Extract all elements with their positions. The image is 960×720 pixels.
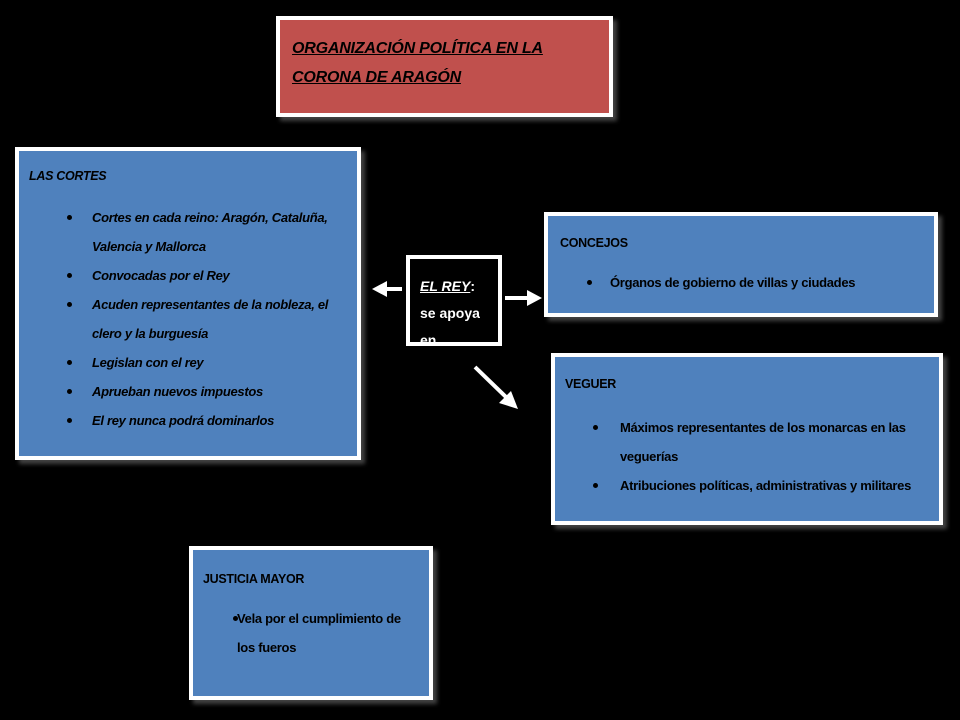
- concejos-heading: CONCEJOS: [560, 236, 628, 250]
- rey-text: : se apoya en: [420, 278, 480, 348]
- list-item: Vela por el cumplimiento de los fueros: [203, 604, 419, 662]
- list-item: El rey nunca podrá dominarlos: [29, 406, 347, 435]
- veguer-item-text: Máximos representantes de los monarcas e…: [620, 420, 906, 464]
- rey-box: EL REY: se apoya en: [406, 255, 502, 348]
- bullet-icon: [67, 273, 72, 278]
- cortes-box: LAS CORTES Cortes en cada reino: Aragón,…: [15, 147, 361, 460]
- bullet-icon: [593, 483, 598, 488]
- list-item: Acuden representantes de la nobleza, el …: [29, 290, 347, 348]
- bullet-icon: [67, 418, 72, 423]
- list-item: Convocadas por el Rey: [29, 261, 347, 290]
- cortes-heading: LAS CORTES: [29, 169, 107, 183]
- cortes-item-text: Cortes en cada reino: Aragón, Cataluña, …: [92, 210, 328, 254]
- cortes-item-text: Aprueban nuevos impuestos: [92, 384, 263, 399]
- list-item: Máximos representantes de los monarcas e…: [565, 413, 929, 471]
- bullet-icon: [587, 280, 592, 285]
- justicia-box: JUSTICIA MAYOR Vela por el cumplimiento …: [189, 546, 433, 700]
- list-item: Atribuciones políticas, administrativas …: [565, 471, 929, 500]
- list-item: Órganos de gobierno de villas y ciudades: [560, 268, 922, 297]
- list-item: Legislan con el rey: [29, 348, 347, 377]
- rey-label: EL REY: [420, 278, 471, 294]
- title-box: ORGANIZACIÓN POLÍTICA EN LA CORONA DE AR…: [276, 16, 613, 117]
- concejos-box: CONCEJOS Órganos de gobierno de villas y…: [544, 212, 938, 317]
- concejos-list: Órganos de gobierno de villas y ciudades: [560, 268, 922, 297]
- diagram-title: ORGANIZACIÓN POLÍTICA EN LA CORONA DE AR…: [292, 40, 543, 86]
- bullet-icon: [233, 616, 238, 621]
- cortes-item-text: Legislan con el rey: [92, 355, 204, 370]
- cortes-item-text: El rey nunca podrá dominarlos: [92, 413, 275, 428]
- justicia-heading: JUSTICIA MAYOR: [203, 572, 305, 586]
- justicia-list: Vela por el cumplimiento de los fueros: [203, 604, 419, 662]
- veguer-box: VEGUER Máximos representantes de los mon…: [551, 353, 943, 525]
- arrow-right-icon: [505, 290, 542, 306]
- bullet-icon: [67, 302, 72, 307]
- list-item: Aprueban nuevos impuestos: [29, 377, 347, 406]
- arrow-down-right-icon: [473, 365, 518, 409]
- justicia-item-text: Vela por el cumplimiento de los fueros: [237, 611, 401, 655]
- list-item: Cortes en cada reino: Aragón, Cataluña, …: [29, 203, 347, 261]
- bullet-icon: [67, 215, 72, 220]
- veguer-heading: VEGUER: [565, 377, 616, 391]
- arrow-left-icon: [372, 281, 402, 297]
- cortes-item-text: Convocadas por el Rey: [92, 268, 230, 283]
- concejos-item-text: Órganos de gobierno de villas y ciudades: [610, 275, 856, 290]
- bullet-icon: [593, 425, 598, 430]
- bullet-icon: [67, 360, 72, 365]
- bullet-icon: [67, 389, 72, 394]
- cortes-list: Cortes en cada reino: Aragón, Cataluña, …: [29, 203, 347, 435]
- cortes-item-text: Acuden representantes de la nobleza, el …: [92, 297, 329, 341]
- veguer-item-text: Atribuciones políticas, administrativas …: [620, 478, 912, 493]
- veguer-list: Máximos representantes de los monarcas e…: [565, 413, 929, 500]
